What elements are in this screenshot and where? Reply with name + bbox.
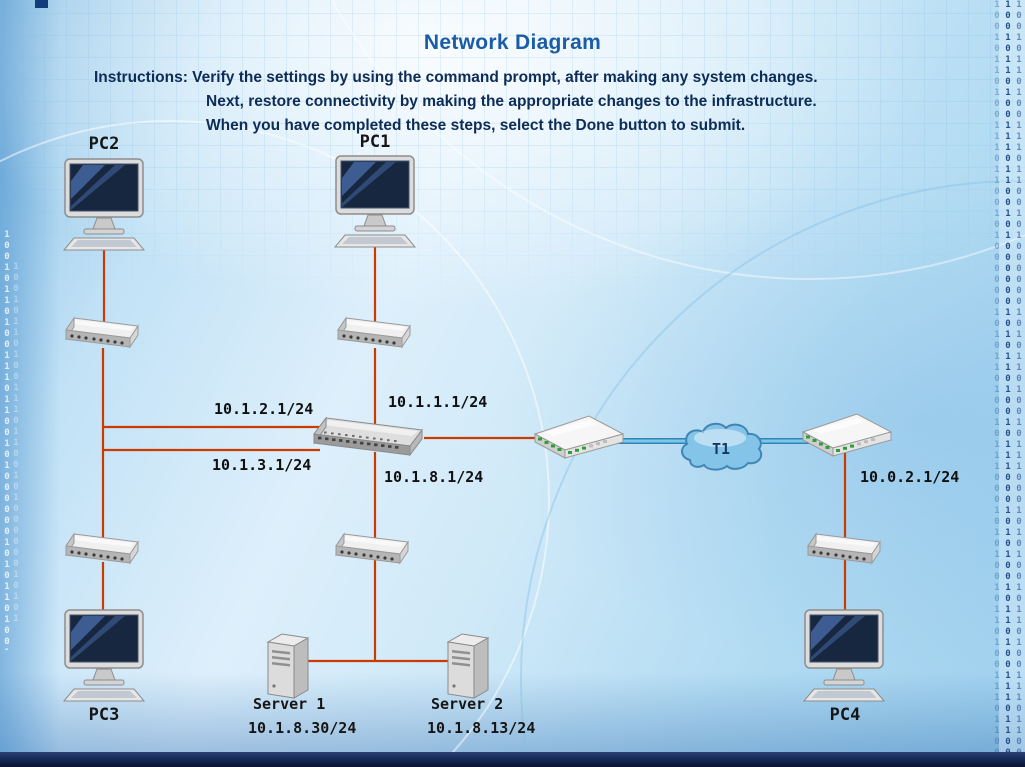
pc-icon (799, 608, 889, 702)
hub2-node[interactable] (332, 308, 416, 358)
pc3-label: PC3 (88, 705, 120, 725)
pc4-node[interactable] (799, 608, 889, 702)
hub-icon (802, 524, 886, 574)
pc1-node[interactable] (330, 154, 420, 248)
server-icon (441, 630, 495, 702)
binary-column: 1001011010011101100101000000101011010010… (1003, 0, 1013, 767)
hub5-node[interactable] (802, 524, 886, 574)
interface-label-10-1-1: 10.1.1.1/24 (388, 393, 488, 411)
corner-accent (35, 0, 48, 8)
hub4-node[interactable] (330, 524, 414, 574)
hub-icon (60, 308, 144, 358)
pc-icon (59, 608, 149, 702)
hub-icon (330, 524, 414, 574)
hub-icon (332, 308, 416, 358)
hub1-node[interactable] (60, 308, 144, 358)
interface-label-10-1-2: 10.1.2.1/24 (214, 400, 314, 418)
binary-strip-backdrop (999, 0, 1025, 767)
pc1-label: PC1 (359, 132, 391, 152)
binary-column: 1001011010011101100101000000101011010010… (11, 262, 21, 622)
wan-router2-node[interactable] (799, 410, 897, 464)
binary-column: 1001011010011101100101000000101011010010… (992, 0, 1002, 767)
instructions-block: Instructions: Verify the settings by usi… (94, 66, 818, 138)
t1-cloud-node[interactable] (674, 416, 766, 474)
page-title: Network Diagram (423, 31, 602, 54)
bottom-bar (0, 752, 1025, 767)
binary-column: 1001011010011101100101000000101011010010… (1014, 0, 1024, 767)
server1-node[interactable] (261, 630, 315, 702)
wan-router1-node[interactable] (531, 412, 629, 466)
instructions-line-2: Next, restore connectivity by making the… (206, 93, 817, 110)
pc3-node[interactable] (59, 608, 149, 702)
hub3-node[interactable] (60, 524, 144, 574)
pc-icon (59, 157, 149, 251)
server2-node[interactable] (441, 630, 495, 702)
pc2-node[interactable] (59, 157, 149, 251)
pc4-label: PC4 (829, 705, 861, 725)
server2-label: Server 2 (431, 695, 504, 713)
switch-icon (306, 410, 430, 466)
pc2-label: PC2 (88, 134, 120, 154)
router-icon (799, 410, 897, 464)
server2-ip-label: 10.1.8.13/24 (427, 719, 536, 737)
interface-label-10-0-2: 10.0.2.1/24 (860, 468, 960, 486)
instructions-line-3: When you have completed these steps, sel… (206, 117, 746, 134)
interface-label-10-1-8: 10.1.8.1/24 (384, 468, 484, 486)
central-router-node[interactable] (306, 410, 430, 466)
interface-label-10-1-3: 10.1.3.1/24 (212, 456, 312, 474)
pc-icon (330, 154, 420, 248)
cloud-icon (674, 416, 766, 474)
server1-label: Server 1 (253, 695, 326, 713)
router-icon (531, 412, 629, 466)
instructions-line-1: Instructions: Verify the settings by usi… (94, 69, 818, 86)
server1-ip-label: 10.1.8.30/24 (248, 719, 357, 737)
binary-column: 1001011010011101100101000000101011010010… (2, 230, 12, 650)
hub-icon (60, 524, 144, 574)
server-icon (261, 630, 315, 702)
